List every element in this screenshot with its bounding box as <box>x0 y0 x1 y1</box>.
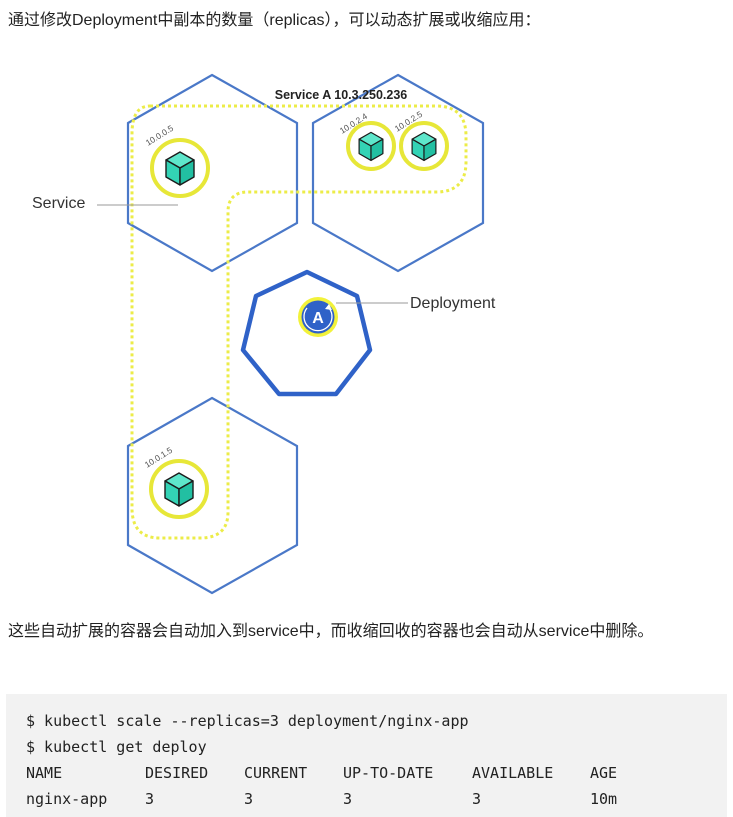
cell-up-to-date: 3 <box>343 790 353 808</box>
header-desired: DESIRED <box>145 764 209 782</box>
node-hexagon-top-right <box>311 73 485 273</box>
container-cube-icon <box>165 151 195 186</box>
cell-available: 3 <box>472 790 482 808</box>
deployment-scaling-diagram: Service A 10.3.250.236 Service Deploymen… <box>32 73 496 595</box>
pod-10-0-2-4: 10.0.2.4 <box>338 111 396 171</box>
intro-paragraph: 通过修改Deployment中副本的数量（replicas），可以动态扩展或收缩… <box>8 12 541 29</box>
header-current: CURRENT <box>244 764 308 782</box>
container-cube-icon <box>358 131 384 162</box>
command-line: $ kubectl get deploy <box>26 738 207 756</box>
header-name: NAME <box>26 764 63 782</box>
pod-10-0-0-5: 10.0.0.5 <box>144 123 210 198</box>
deployment-label: Deployment <box>410 295 496 312</box>
header-age: AGE <box>590 764 618 782</box>
container-cube-icon <box>411 131 437 162</box>
deployment-heptagon <box>240 269 373 397</box>
service-label: Service <box>32 195 85 212</box>
cell-desired: 3 <box>145 790 155 808</box>
cell-age: 10m <box>590 790 618 808</box>
output-header-row: NAME DESIRED CURRENT UP-TO-DATE AVAILABLE AGE <box>26 760 727 786</box>
pod-10-0-2-5: 10.0.2.5 <box>393 109 449 171</box>
service-title: Service A 10.3.250.236 <box>275 88 408 102</box>
node-hexagon-top-left <box>126 73 299 273</box>
deployment-badge-letter: A <box>312 310 324 327</box>
outro-paragraph: 这些自动扩展的容器会自动加入到service中，而收缩回收的容器也会自动从ser… <box>8 623 654 640</box>
cell-current: 3 <box>244 790 254 808</box>
cell-name: nginx-app <box>26 790 108 808</box>
output-data-row: nginx-app 3 3 3 3 10m <box>26 786 727 812</box>
header-up-to-date: UP-TO-DATE <box>343 764 434 782</box>
header-available: AVAILABLE <box>472 764 554 782</box>
command-line: $ kubectl scale --replicas=3 deployment/… <box>26 712 469 730</box>
deployment-badge: A <box>298 297 338 337</box>
container-cube-icon <box>164 472 194 507</box>
node-hexagon-bottom-left <box>126 396 299 595</box>
code-block: $ kubectl scale --replicas=3 deployment/… <box>6 694 727 817</box>
pod-10-0-1-5: 10.0.1.5 <box>143 445 209 519</box>
